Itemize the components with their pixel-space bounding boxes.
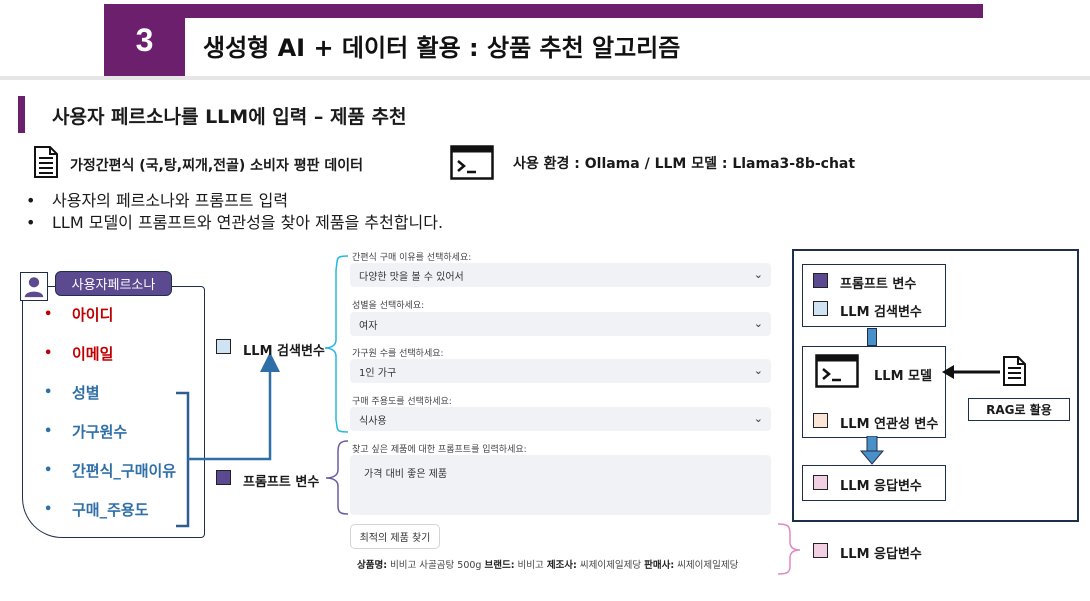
persona-attribute-list: 아이디 이메일 성별 가구원수 간편식_구매이유 구매_주용도 [44,303,176,537]
chevron-down-icon: ⌄ [753,317,763,330]
page-title: 생성형 AI + 데이터 활용 : 상품 추천 알고리즘 [203,34,681,62]
data-source-label: 가정간편식 (국,탕,찌개,전골) 소비자 평판 데이터 [70,158,363,174]
search-var-brace [324,255,349,433]
result-name-key: 상품명: [357,560,388,571]
result-seller-value: 씨제이제일제당 [677,560,739,571]
flow-connector [867,328,877,346]
persona-item-email: 이메일 [44,342,176,381]
result-name-value: 비비고 사골곰탕 500g [390,560,482,571]
environment-label: 사용 환경 : Ollama / LLM 모델 : Llama3-8b-chat [513,156,856,172]
terminal-icon [815,354,859,388]
persona-title: 사용자페르소나 [55,271,172,296]
diagram-search-swatch [813,301,828,316]
terminal-icon [450,145,494,180]
household-select[interactable]: 1인 가구 ⌄ [350,359,771,383]
description-item: LLM 모델이 프롬프트와 연관성을 찾아 제품을 추천합니다. [26,212,443,234]
result-seller-key: 판매사: [644,560,675,571]
field-label-household: 가구원 수를 선택하세요: [352,349,444,359]
diagram-response-swatch [813,475,828,490]
prompt-textarea[interactable]: 가격 대비 좋은 제품 [350,455,771,515]
diagram-prompt-label: 프롬프트 변수 [840,277,917,292]
field-label-gender: 성별을 선택하세요: [352,301,425,311]
result-maker-key: 제조사: [546,560,577,571]
description-item: 사용자의 페르소나와 프롬프트 입력 [26,190,443,212]
diagram-prompt-swatch [813,273,828,288]
persona-item-purpose: 구매_주용도 [44,498,176,537]
result-maker-value: 씨제이제일제당 [579,560,642,571]
gender-select-value: 여자 [359,320,378,332]
result-brand-key: 브랜드: [484,560,515,571]
section-number: 3 [104,4,185,76]
persona-item-household: 가구원수 [44,420,176,459]
header-divider [0,76,1090,80]
header-accent-bar [104,4,983,18]
search-var-swatch [216,339,231,354]
diagram-response-label: LLM 응답변수 [840,479,922,494]
gender-select[interactable]: 여자 ⌄ [350,312,771,336]
rag-arrow [942,365,1000,379]
document-icon [34,146,58,178]
field-label-prompt: 찾고 싶은 제품에 대한 프롬프트를 입력하세요: [352,445,527,455]
diagram-search-label: LLM 검색변수 [840,305,922,320]
persona-item-gender: 성별 [44,381,176,420]
purpose-select[interactable]: 식사용 ⌄ [350,407,771,431]
purpose-select-value: 식사용 [359,415,387,427]
reason-select-value: 다양한 맛을 볼 수 있어서 [359,271,464,283]
household-select-value: 1인 가구 [359,367,397,379]
result-text: 상품명: 비비고 사골곰탕 500g 브랜드: 비비고 제조사: 씨제이제일제당… [357,557,738,571]
chevron-down-icon: ⌄ [753,268,763,281]
find-product-button[interactable]: 최적의 제품 찾기 [350,524,440,549]
result-brand-value: 비비고 [517,560,544,571]
user-icon [20,272,48,301]
llm-model-label: LLM 모델 [874,369,932,384]
field-label-purpose: 구매 주용도를 선택하세요: [352,397,452,407]
relevance-var-swatch [813,413,828,428]
relevance-var-label: LLM 연관성 변수 [840,417,939,432]
response-var-swatch [813,543,828,558]
chevron-down-icon: ⌄ [753,364,763,377]
llm-flow-diagram [792,249,1079,522]
prompt-var-swatch [216,470,231,485]
response-var-brace [777,523,801,575]
prompt-var-label: 프롬프트 변수 [243,475,320,490]
flow-down-arrow [859,436,885,465]
persona-item-purchase-reason: 간편식_구매이유 [44,459,176,498]
search-var-label: LLM 검색변수 [243,344,325,359]
prompt-var-brace [325,440,349,515]
rag-label: RAG로 활용 [968,398,1070,421]
subtitle: 사용자 페르소나를 LLM에 입력 – 제품 추천 [52,106,407,128]
chevron-down-icon: ⌄ [753,412,763,425]
description-list: 사용자의 페르소나와 프롬프트 입력 LLM 모델이 프롬프트와 연관성을 찾아… [26,190,443,234]
subtitle-accent [18,96,25,133]
persona-item-id: 아이디 [44,303,176,342]
response-var-label: LLM 응답변수 [840,547,922,562]
field-label-reason: 간편식 구매 이유를 선택하세요: [352,253,472,263]
document-icon [1003,356,1026,386]
reason-select[interactable]: 다양한 맛을 볼 수 있어서 ⌄ [350,263,771,287]
